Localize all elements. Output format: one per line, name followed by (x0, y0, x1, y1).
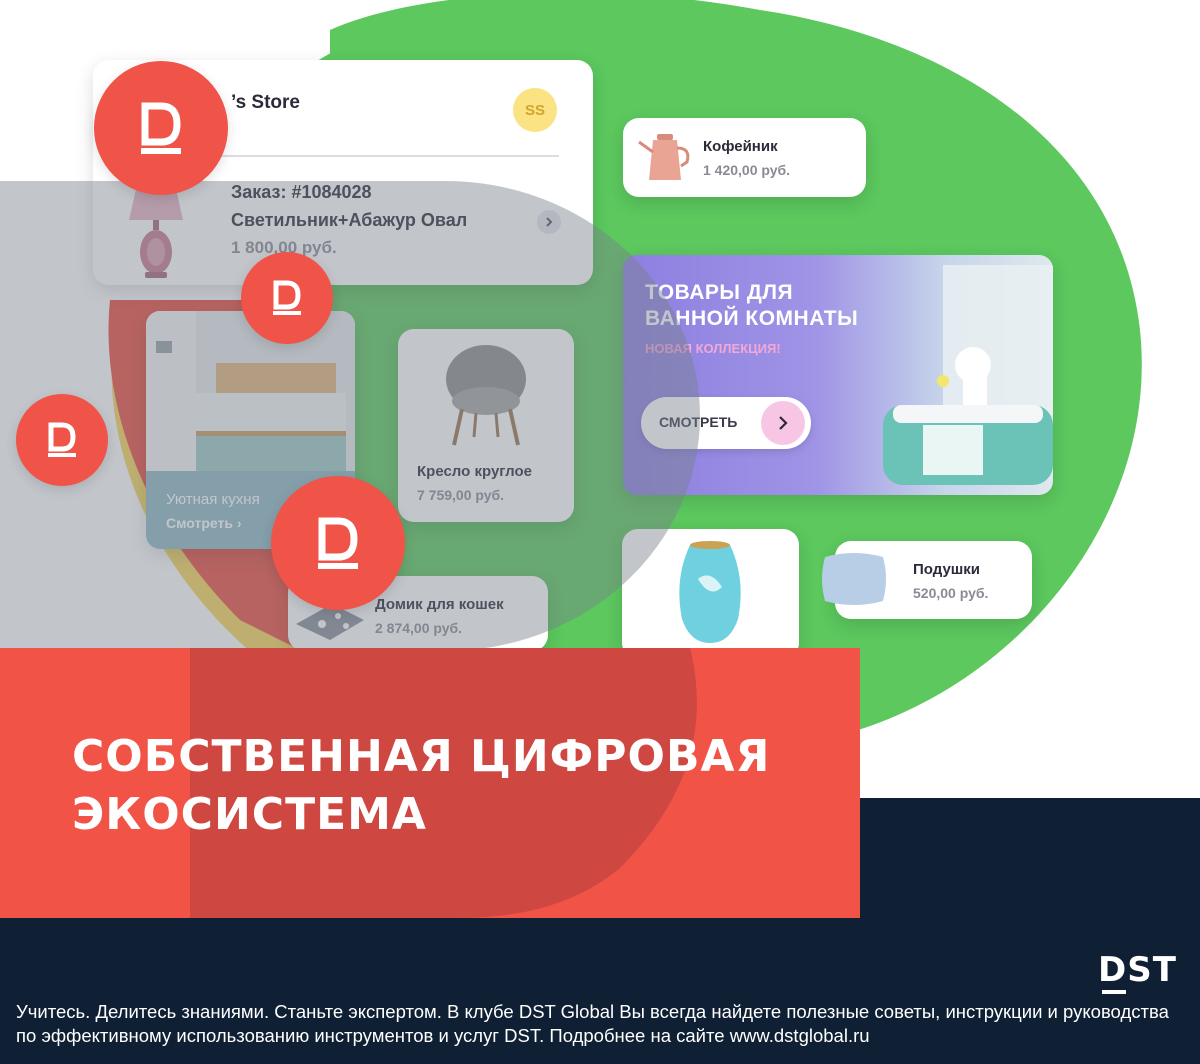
chevron-right-icon (546, 217, 553, 227)
store-name: ’s Store (231, 92, 300, 113)
dst-logo-underline (1102, 990, 1126, 994)
avatar-initials: SS (524, 101, 545, 119)
pillow-title: Подушки (913, 561, 981, 578)
banner-view-button-label: СМОТРЕТЬ (659, 414, 738, 430)
coffee-pot-image (638, 134, 690, 180)
pillow-price: 520,00 руб. (913, 585, 989, 601)
order-price: 1 800,00 руб. (231, 238, 337, 257)
coffee-pot-title: Кофейник (703, 138, 778, 155)
kitchen-view-link[interactable]: Смотреть › (166, 515, 242, 531)
store-avatar[interactable]: SS (513, 88, 557, 132)
d-logo-icon (241, 252, 333, 344)
armchair-image (446, 345, 526, 446)
headline: СОБСТВЕННАЯ ЦИФРОВАЯ ЭКОСИСТЕМА (72, 728, 852, 844)
dst-logo: DST (1098, 950, 1177, 990)
d-logo-icon (271, 476, 405, 610)
chair-price: 7 759,00 руб. (417, 487, 505, 503)
banner-view-button[interactable]: СМОТРЕТЬ (641, 397, 811, 449)
d-logo-icon (94, 61, 228, 195)
footer-text: Учитесь. Делитесь знаниями. Станьте эксп… (16, 1001, 1169, 1046)
cat-house-title: Домик для кошек (375, 596, 504, 613)
coffee-pot-price: 1 420,00 руб. (703, 162, 791, 178)
headline-line2: ЭКОСИСТЕМА (72, 789, 427, 840)
headline-line1: СОБСТВЕННАЯ ЦИФРОВАЯ (72, 731, 771, 782)
order-number: Заказ: #1084028 (231, 182, 372, 202)
order-product-name: Светильник+Абажур Овал (231, 210, 468, 230)
cat-house-image (296, 604, 364, 640)
banner-title-line1: ТОВАРЫ ДЛЯ (645, 281, 794, 304)
divider (219, 155, 559, 157)
chair-card[interactable]: Кресло круглое 7 759,00 руб. (398, 329, 574, 522)
d-logo-icon (16, 394, 108, 486)
kitchen-title: Уютная кухня (166, 491, 260, 508)
order-open-button[interactable] (537, 210, 561, 234)
banner-subtitle: НОВАЯ КОЛЛЕКЦИЯ! (645, 341, 781, 356)
banner-arrow-circle (761, 401, 805, 445)
bathtub-image (883, 265, 1053, 485)
chevron-right-icon (779, 416, 788, 430)
vase-image (679, 541, 741, 643)
vase-card[interactable] (622, 529, 799, 659)
cat-house-price: 2 874,00 руб. (375, 620, 463, 636)
pillow-card[interactable]: Подушки 520,00 руб. (822, 541, 1032, 619)
chair-title: Кресло круглое (417, 463, 532, 480)
banner-title-line2: ВАННОЙ КОМНАТЫ (645, 307, 859, 330)
coffee-pot-card[interactable]: Кофейник 1 420,00 руб. (623, 118, 866, 197)
bathroom-banner[interactable]: ТОВАРЫ ДЛЯ ВАННОЙ КОМНАТЫ НОВАЯ КОЛЛЕКЦИ… (623, 255, 1053, 495)
headline-d-shape (190, 648, 697, 918)
pillow-image (822, 553, 886, 605)
